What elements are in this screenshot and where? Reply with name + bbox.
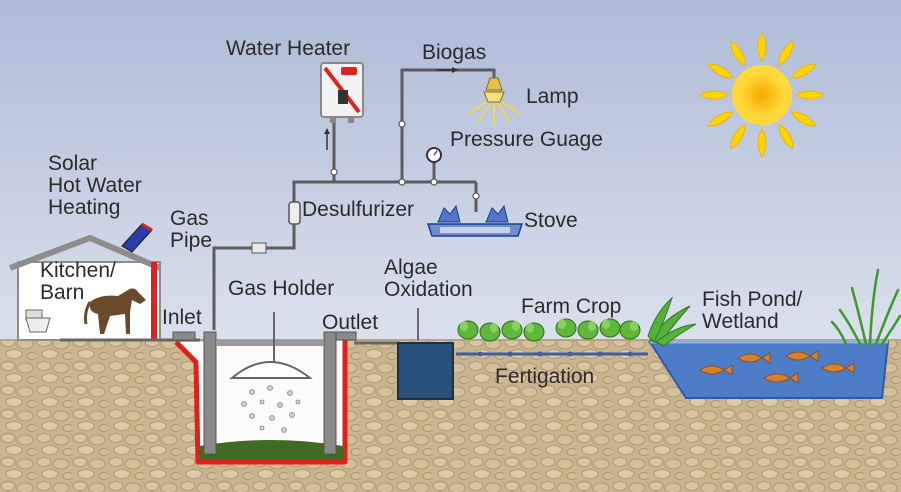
label-stove: Stove bbox=[524, 209, 578, 232]
label-gas-holder: Gas Holder bbox=[228, 277, 335, 300]
algae-oxidation-tank bbox=[397, 308, 454, 400]
fish-pond bbox=[648, 340, 890, 399]
label-pressure-gauge: Pressure Guage bbox=[450, 128, 603, 151]
toilet-icon bbox=[25, 309, 51, 333]
water-heater-icon bbox=[320, 62, 364, 123]
label-gas-pipe: Gas Pipe bbox=[170, 207, 213, 252]
solar-panel-icon bbox=[121, 222, 153, 253]
fern-icon bbox=[647, 296, 697, 347]
label-solar-hot-water: Solar Hot Water Heating bbox=[48, 152, 142, 219]
label-kitchen-barn: Kitchen/ Barn bbox=[40, 259, 116, 304]
label-desulfurizer: Desulfurizer bbox=[302, 198, 415, 221]
biogas-bubbles bbox=[241, 385, 301, 433]
label-lamp: Lamp bbox=[526, 85, 579, 108]
label-biogas: Biogas bbox=[422, 41, 487, 64]
pressure-gauge-icon bbox=[426, 147, 442, 163]
label-fertigation: Fertigation bbox=[495, 365, 595, 388]
label-farm-crop: Farm Crop bbox=[521, 295, 622, 318]
sun-icon bbox=[698, 31, 826, 159]
horse-icon bbox=[84, 288, 146, 334]
desulfurizer-icon bbox=[288, 201, 301, 225]
label-fish-pond: Fish Pond/ Wetland bbox=[702, 288, 803, 333]
label-water-heater: Water Heater bbox=[226, 37, 351, 60]
label-algae-oxidation: Algae Oxidation bbox=[384, 256, 473, 301]
label-outlet: Outlet bbox=[322, 311, 379, 334]
fish-icon bbox=[699, 350, 855, 384]
digester-tank bbox=[172, 331, 357, 465]
crop-plant-icon bbox=[457, 318, 641, 342]
reed-icon bbox=[830, 268, 901, 346]
gas-holder-icon bbox=[229, 312, 313, 379]
label-inlet: Inlet bbox=[162, 306, 202, 329]
stove-icon bbox=[426, 204, 524, 237]
lamp-icon bbox=[467, 77, 521, 126]
